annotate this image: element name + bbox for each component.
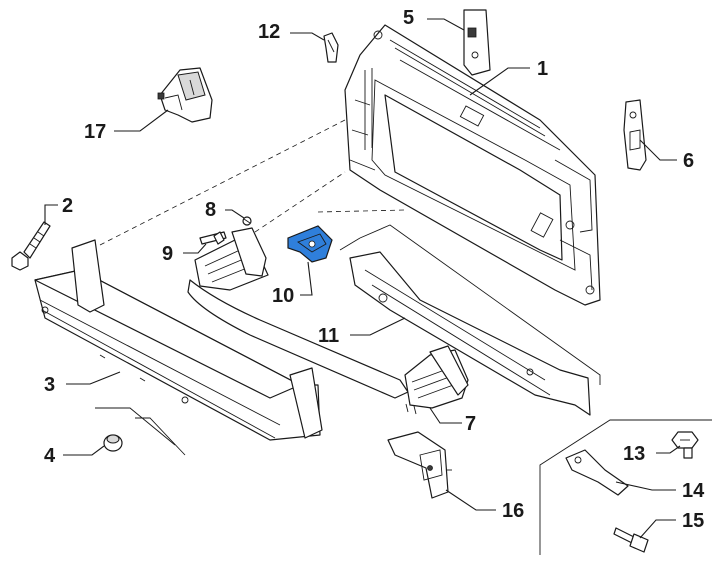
- callout-9: 9: [162, 243, 173, 265]
- leader-16: [445, 489, 496, 511]
- part-9-bolt[interactable]: [199, 231, 227, 245]
- part-2-bolt[interactable]: [11, 221, 51, 271]
- callout-14: 14: [682, 480, 705, 502]
- callout-15: 15: [682, 510, 704, 532]
- part-4-rubber-stop[interactable]: [103, 434, 123, 452]
- callout-12: 12: [258, 21, 280, 43]
- callout-6: 6: [683, 150, 694, 172]
- leader-13: [656, 445, 681, 454]
- leader-8: [225, 209, 245, 219]
- callout-7: 7: [465, 413, 476, 435]
- part-8-screw[interactable]: [242, 216, 252, 226]
- part-12-clip[interactable]: [323, 32, 339, 63]
- leader-15: [639, 519, 676, 539]
- callout-5: 5: [403, 7, 414, 29]
- callout-4: 4: [44, 445, 56, 467]
- group-outline: [359, 224, 601, 385]
- callout-3: 3: [44, 374, 55, 396]
- part-1-front-carrier-panel[interactable]: [344, 24, 601, 306]
- callout-10: 10: [272, 285, 294, 307]
- leader-6: [639, 139, 677, 161]
- leader-14: [615, 481, 676, 491]
- part-15-push-rivet[interactable]: [613, 527, 649, 553]
- alignment-line: [99, 119, 346, 246]
- callout-16: 16: [502, 500, 524, 522]
- leader-2: [44, 204, 58, 225]
- callout-8: 8: [205, 199, 216, 221]
- part-3-bumper-beam[interactable]: [34, 239, 323, 441]
- part-14-bracket-clip[interactable]: [565, 449, 629, 496]
- leader-7: [429, 407, 462, 424]
- part-13-bolt[interactable]: [671, 431, 699, 459]
- part-7-crash-box[interactable]: [404, 345, 469, 415]
- group-outline: [539, 419, 712, 555]
- part-16-bracket[interactable]: [387, 431, 452, 499]
- leader-1: [469, 67, 530, 96]
- group-outline: [339, 237, 361, 251]
- part-5-bracket-plate[interactable]: [463, 9, 491, 76]
- leader-9: [183, 243, 207, 254]
- callout-1: 1: [537, 58, 548, 80]
- callout-11: 11: [318, 325, 339, 347]
- reference-line: [95, 407, 176, 446]
- leader-17: [114, 109, 169, 132]
- callout-2: 2: [62, 195, 73, 217]
- leader-4: [63, 445, 105, 456]
- part-11-crash-box-rail[interactable]: [187, 227, 591, 416]
- part-10-highlighted-bracket[interactable]: [287, 225, 333, 263]
- alignment-line: [317, 209, 406, 213]
- part-6-side-bracket[interactable]: [623, 99, 647, 171]
- leader-3: [66, 371, 121, 385]
- callout-13: 13: [623, 443, 645, 465]
- reference-line: [135, 417, 186, 456]
- leader-12: [290, 32, 325, 41]
- part-17-holder-bracket[interactable]: [157, 67, 213, 123]
- leader-11: [350, 317, 406, 336]
- callout-17: 17: [84, 121, 106, 143]
- leader-5: [427, 18, 465, 31]
- leader-10: [300, 261, 313, 296]
